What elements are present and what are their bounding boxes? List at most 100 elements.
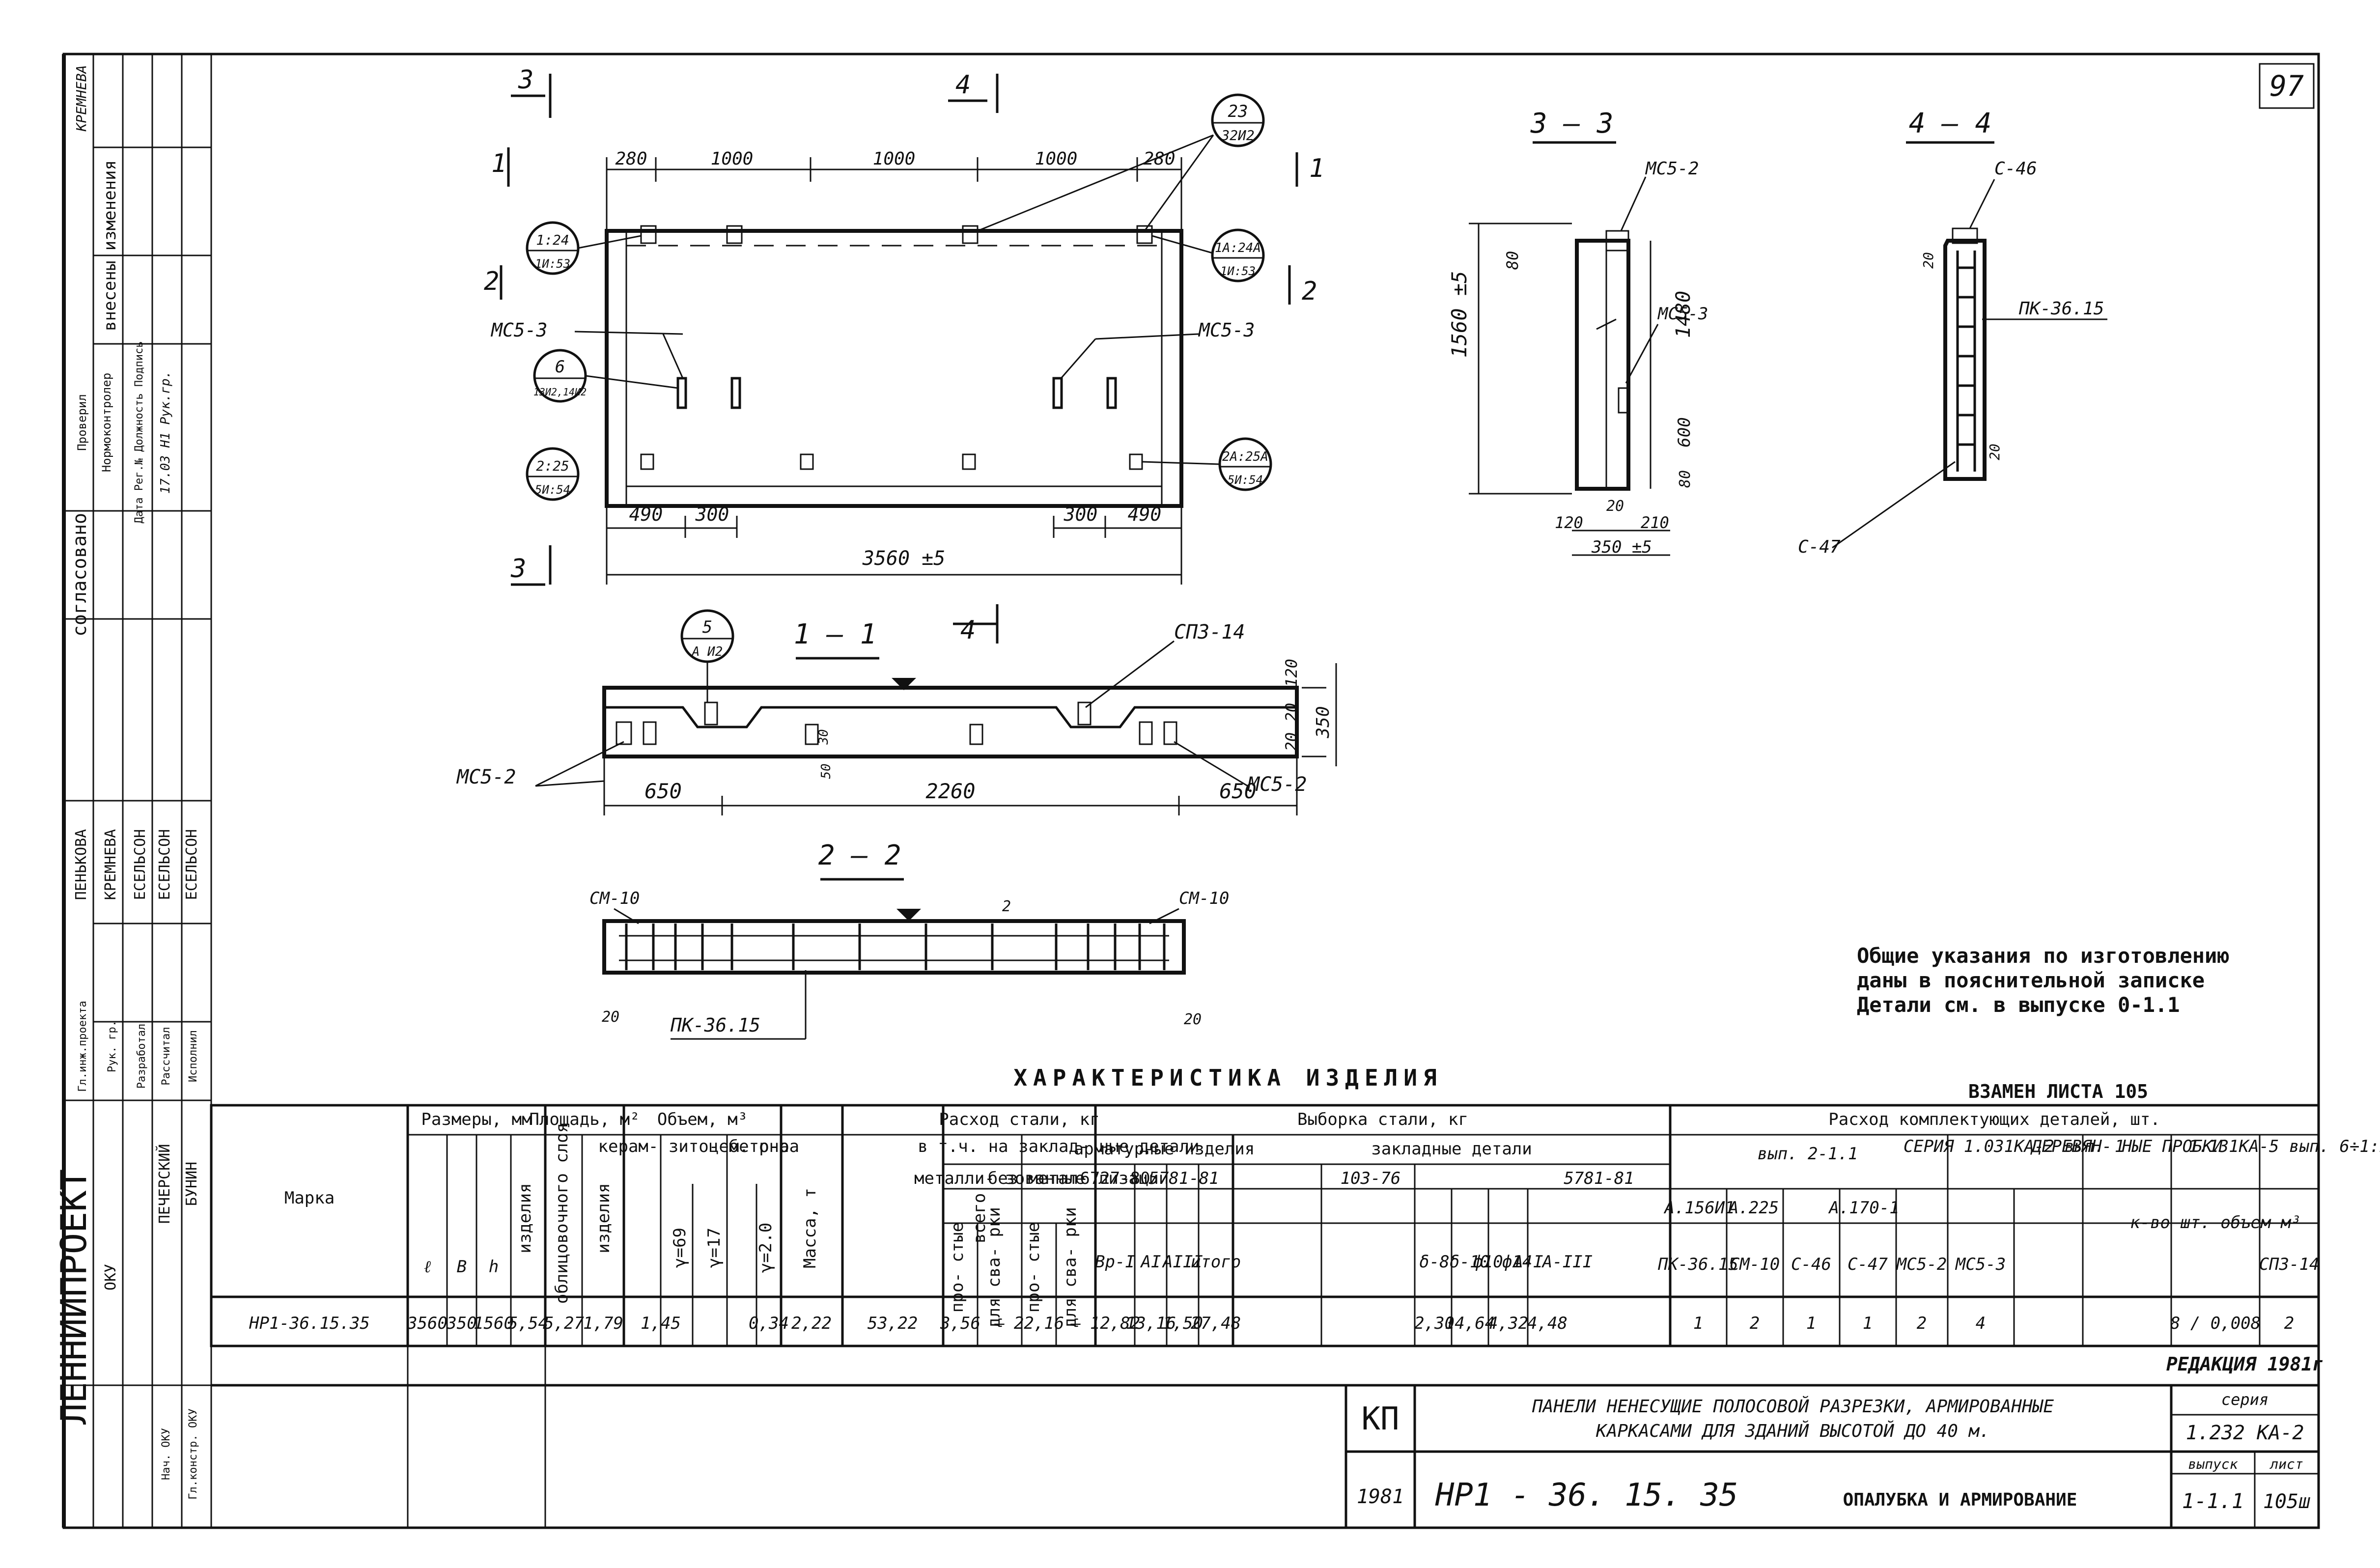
- table-row: НР1-36.15.35 3560 350 1560 5,54 5,27 1,7…: [249, 1314, 2294, 1333]
- svg-text:23: 23: [1228, 102, 1248, 121]
- th-pl-izd: изделия: [515, 1183, 535, 1253]
- stamp-name-6: ЕСЕЛЬСОН: [156, 829, 173, 900]
- organization: ЛЕННИИПРОЕКТ: [53, 1169, 94, 1425]
- s33-bot: 80: [1677, 470, 1694, 488]
- tb-desc-2: КАРКАСАМИ ДЛЯ ЗДАНИЙ ВЫСОТОЙ ДО 40 м.: [1596, 1421, 1990, 1441]
- td-ob-cem: 0,34: [749, 1314, 789, 1333]
- th-a225: А.225: [1728, 1198, 1779, 1218]
- stamp-role-8: Нач. ОКУ: [160, 1428, 172, 1480]
- th-ploshchad: Площадь, м²: [529, 1110, 640, 1129]
- section-3-3: 3 — 3 1560 ±5 80 1480 600 80 120 20 210 …: [1447, 108, 1708, 557]
- th-gost3: 103-76: [1341, 1169, 1401, 1188]
- th-cem-sub: γ=2.0: [756, 1223, 776, 1273]
- th-vsego: всего: [970, 1193, 989, 1243]
- stamp-name-4: КРЕМНЕВА: [102, 829, 119, 900]
- section-1-1-title: 1 — 1: [794, 618, 877, 650]
- s11-vdim-3: 350: [1313, 706, 1333, 738]
- td-itogo: 27,48: [1191, 1314, 1241, 1333]
- stamp-name-8: ПЕЧЕРСКИЙ: [156, 1144, 173, 1224]
- th-b: В: [457, 1257, 467, 1277]
- svg-text:13И2,14И2: 13И2,14И2: [533, 386, 587, 398]
- th-derev: ДЕРЕВЯН- НЫЕ ПРОБКИ: [2030, 1137, 2223, 1156]
- stamp-role-1: Нормоконтролер: [100, 373, 113, 472]
- s11-vdim-0: 20: [1282, 703, 1301, 722]
- th-c-m3: МС5-3: [1955, 1255, 2006, 1274]
- stamp-soglasovano: согласовано: [69, 513, 90, 637]
- stamp-name-3: ПЕНЬКОВА: [73, 829, 90, 900]
- stamp-role-5: Разработал: [136, 1024, 148, 1089]
- th-d8: δ-8: [1419, 1252, 1449, 1272]
- th-seria2: 1.131КА-5 вып. 6÷1:2: [2188, 1137, 2380, 1156]
- td-m2: 2: [1917, 1314, 1927, 1333]
- s33-height: 1560 ±5: [1447, 271, 1471, 358]
- general-notes: Общие указания по изготовлению даны в по…: [1857, 944, 2230, 1017]
- td-vr1: 12,82: [1090, 1314, 1140, 1333]
- section-mark-4-bottom: 4: [960, 616, 976, 645]
- svg-text:5И:54: 5И:54: [1228, 473, 1263, 487]
- s33-label-mid: МС5-3: [1657, 304, 1708, 324]
- table-columns: [406, 1105, 2261, 1346]
- th-f10: ф10 А-I: [1473, 1252, 1543, 1272]
- svg-text:1И:53: 1И:53: [1220, 264, 1256, 278]
- s11-small2: 50: [819, 763, 834, 779]
- td-pl-izd: 5,54: [508, 1314, 548, 1333]
- s33-label-top: МС5-2: [1645, 159, 1699, 179]
- th-dlya-svar2: для сва- рки: [1061, 1207, 1080, 1328]
- title-block: КП 1981 ПАНЕЛИ НЕНЕСУЩИЕ ПОЛОСОВОЙ РАЗРЕ…: [1344, 1384, 2320, 1529]
- td-pl-obl: 5,27: [544, 1314, 584, 1333]
- th-zaklad: закладные детали: [1371, 1139, 1532, 1159]
- section-mark-1-right: 1: [1309, 154, 1324, 183]
- s44-d2: 20: [1987, 444, 2003, 460]
- s44-label-top: С-46: [1994, 159, 2037, 179]
- th-itogo: итого: [1191, 1252, 1241, 1272]
- th-gost2: 5781-81: [1148, 1169, 1219, 1188]
- svg-text:1:24: 1:24: [536, 232, 569, 248]
- td-prost2: 22,16: [1014, 1314, 1064, 1333]
- stamp-name-2: 17.03 Н1 Рук.гр.: [158, 371, 173, 494]
- th-a156: А.156И1: [1663, 1198, 1735, 1218]
- td-sp: 2: [2284, 1314, 2294, 1333]
- left-stamp: согласовано внесены изменения ЛЕННИИПРОЕ…: [53, 53, 212, 1529]
- note-line-2: Детали см. в выпуске 0-1.1: [1857, 993, 2180, 1017]
- th-a1: АI: [1140, 1252, 1161, 1272]
- s44-rebar: [1956, 251, 1976, 472]
- tb-list-label: лист: [2269, 1456, 2303, 1472]
- section-mark-2-left: 2: [484, 267, 499, 296]
- dim-bottom-3: 490: [1128, 504, 1162, 525]
- label-mcs3-left: МС5-3: [490, 319, 547, 341]
- td-probki: 8 / 0,008: [2170, 1314, 2261, 1333]
- stamp-role-4: Рук. гр.: [106, 1020, 118, 1072]
- th-c-m2: МС5-2: [1896, 1255, 1947, 1274]
- th-gost4: 5781-81: [1564, 1169, 1634, 1188]
- section-mark-4-top: 4: [955, 70, 971, 100]
- th-vyp: вып. 2-1.1: [1758, 1144, 1858, 1164]
- svg-text:2:25: 2:25: [536, 458, 569, 474]
- callout-6: 6 13И2,14И2: [533, 349, 678, 403]
- s22-label-bottom: ПК-36.15: [670, 1014, 760, 1036]
- section-mark-1-left: 1: [491, 149, 506, 178]
- sheet-frame: 97: [62, 53, 2320, 1529]
- s22-label-right: СМ-10: [1179, 889, 1229, 908]
- svg-text:32И2: 32И2: [1221, 127, 1254, 143]
- s33-w3: 210: [1641, 513, 1669, 532]
- tb-mark: НР1 - 36. 15. 35: [1435, 1477, 1738, 1513]
- callout-5-top: 5: [702, 617, 712, 637]
- th-metallizir: металли- зованные: [914, 1169, 1085, 1188]
- th-vr1: Вр-I: [1095, 1252, 1135, 1272]
- anchor-mcs3-left: [676, 377, 741, 409]
- th-c-pk: ПК-36.15: [1657, 1255, 1738, 1274]
- th-armatur: арматурные изделия: [1074, 1139, 1255, 1159]
- th-rashod-stali: Расход стали, кг: [939, 1110, 1100, 1129]
- td-svar2: —: [1070, 1314, 1081, 1333]
- s11-dim-2: 650: [1219, 779, 1257, 803]
- td-c46: 1: [1806, 1314, 1816, 1333]
- th-vt-ch: в т.ч. на заклад- ные детали: [918, 1137, 1199, 1156]
- th-prostye2: про- стые: [1024, 1222, 1043, 1313]
- s11-vdim-2: 20: [1282, 732, 1301, 752]
- dim-top-1: 1000: [711, 149, 754, 169]
- note-line-1: даны в пояснительной записке: [1857, 968, 2205, 992]
- th-vyborka-stali: Выборка стали, кг: [1297, 1110, 1468, 1129]
- tb-kp: КП: [1361, 1401, 1399, 1437]
